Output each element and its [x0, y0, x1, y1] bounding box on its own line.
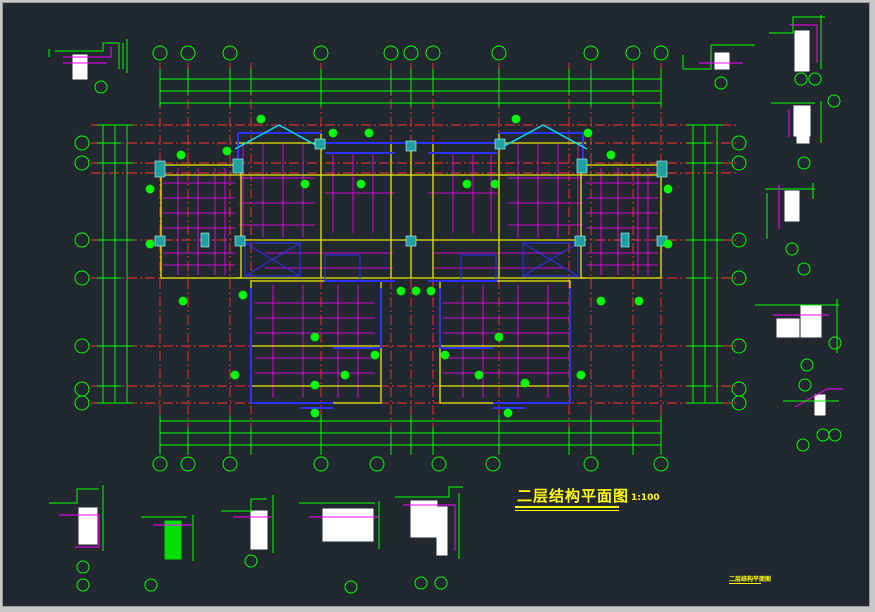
- section-markers: [145, 114, 673, 418]
- grid-bubbles-left: [74, 135, 90, 411]
- dimension-lines: [97, 69, 723, 455]
- detail-top-left: [48, 39, 128, 94]
- detail-bottom-2: [141, 515, 194, 592]
- drawing-title: 二层结构平面图: [517, 487, 630, 505]
- void-crosses: [244, 242, 579, 282]
- detail-right-6: [783, 388, 843, 452]
- stamp-underline: [729, 583, 761, 584]
- beams: [160, 133, 662, 404]
- detail-right-4: [765, 183, 815, 276]
- grid-bubbles-bottom: [152, 456, 669, 472]
- grid-bubbles-top: [152, 45, 669, 61]
- detail-right-3: [771, 94, 841, 170]
- structural-plan: [48, 15, 843, 594]
- detail-bottom-4: [299, 501, 380, 594]
- title-underline-thin: [515, 510, 619, 511]
- detail-bottom-5: [395, 486, 463, 590]
- roof-lines: [234, 124, 588, 150]
- grid-bubbles-right: [731, 135, 747, 411]
- title-underline: [515, 506, 619, 508]
- detail-bottom-1: [49, 485, 104, 592]
- detail-right-2: [769, 15, 825, 86]
- detail-right-5: [755, 299, 842, 392]
- drawing-scale: 1:100: [631, 493, 660, 503]
- title-block-stamp: 二层结构平面图: [729, 576, 772, 583]
- detail-right-1: [682, 44, 755, 90]
- columns: [154, 138, 668, 248]
- detail-bottom-3: [221, 495, 274, 568]
